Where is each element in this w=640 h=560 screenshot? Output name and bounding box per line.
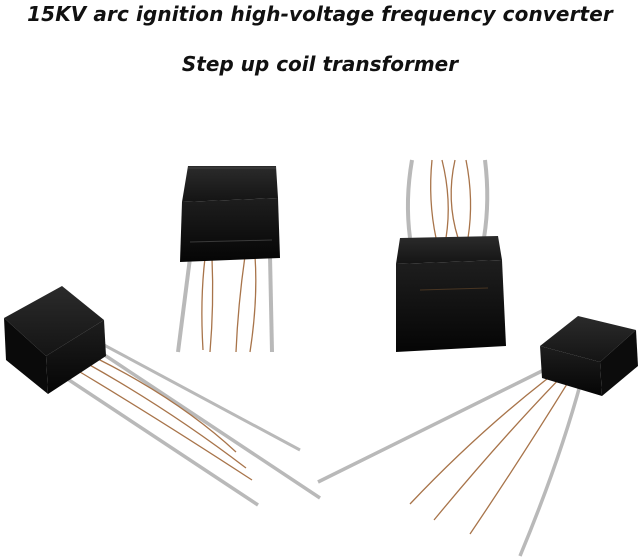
subheadline: Step up coil transformer bbox=[181, 52, 459, 76]
transformer-unit-4 bbox=[317, 316, 638, 557]
transformer-unit-2 bbox=[396, 159, 506, 352]
transformer-unit-3 bbox=[4, 286, 321, 507]
headline: 15KV arc ignition high-voltage frequency… bbox=[27, 2, 613, 26]
transformer-unit-1 bbox=[176, 166, 280, 353]
